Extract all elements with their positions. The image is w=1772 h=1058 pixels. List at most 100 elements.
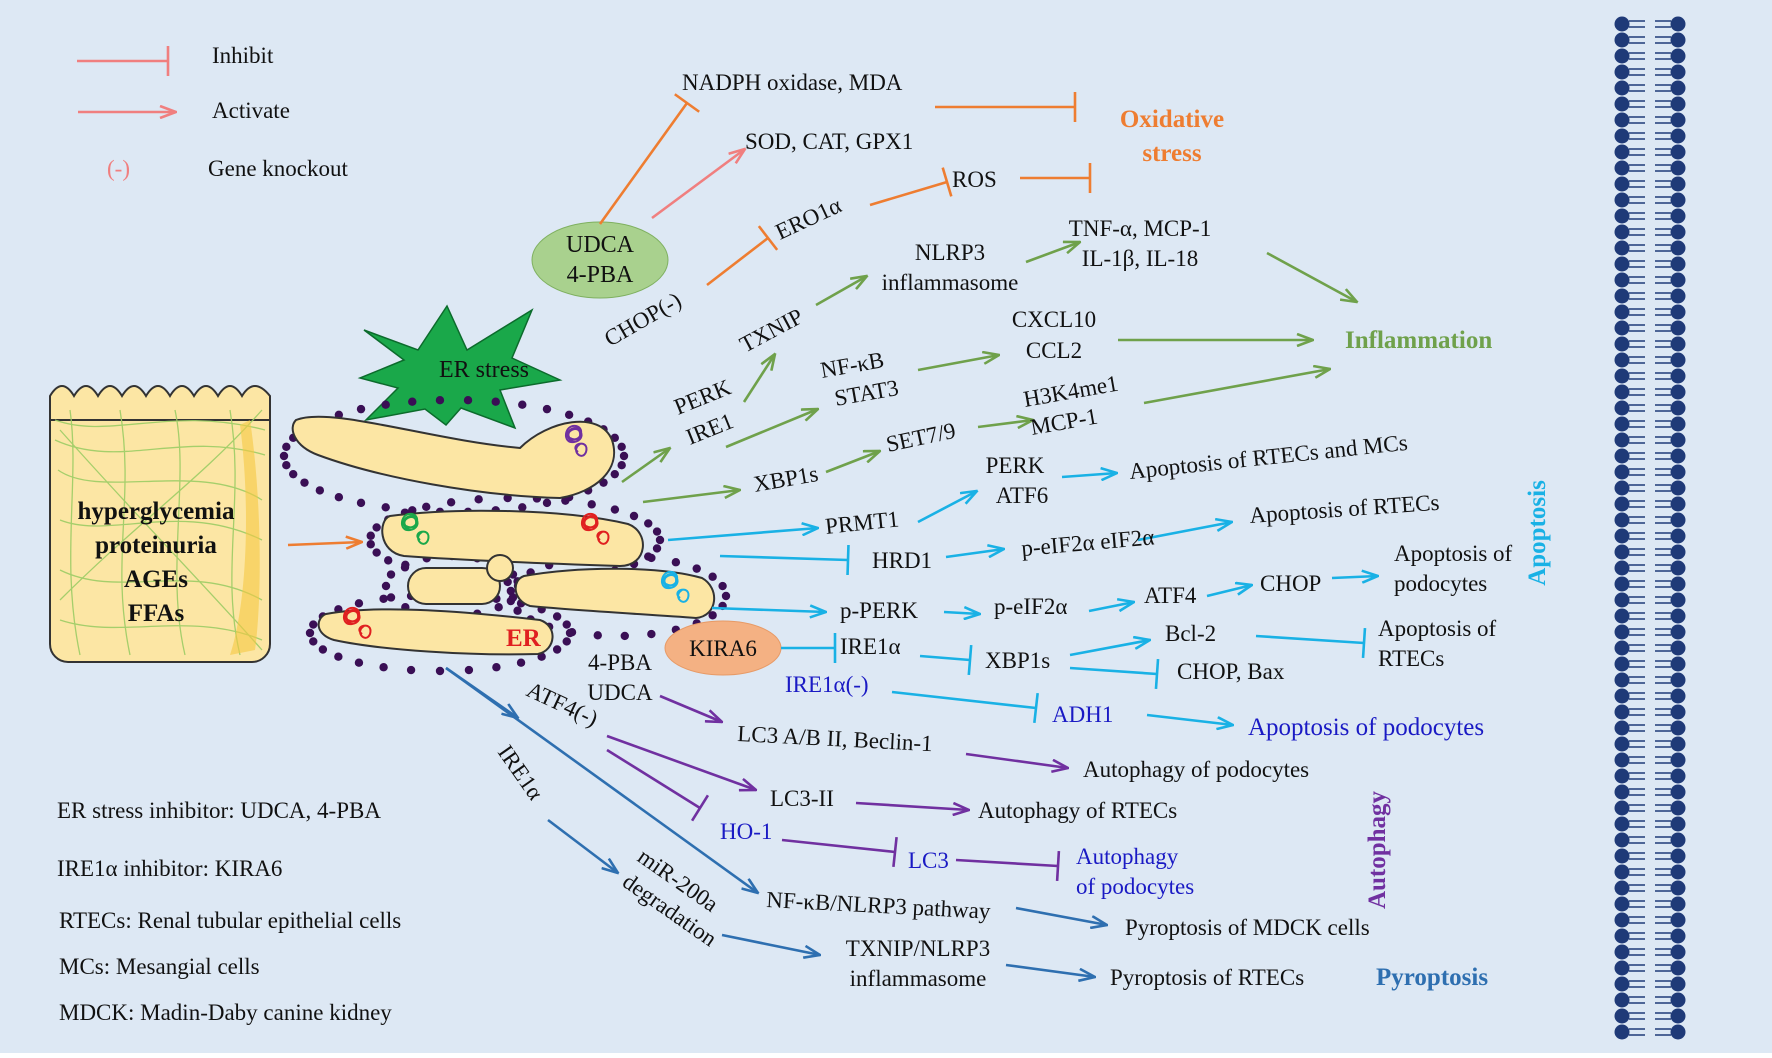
edge-atf4ko-to-ho1 bbox=[606, 748, 710, 822]
edge-cell-to-er bbox=[287, 542, 362, 545]
membrane-lipid-head bbox=[1670, 464, 1686, 480]
membrane-lipid-head bbox=[1614, 96, 1630, 112]
node-atf4: ATF4 bbox=[1144, 583, 1197, 608]
membrane-lipid-head bbox=[1614, 432, 1630, 448]
membrane-lipid-head bbox=[1670, 896, 1686, 912]
membrane-lipid-head bbox=[1614, 656, 1630, 672]
node-peif2a: p-eIF2α bbox=[994, 594, 1067, 619]
edge-nfkb-nlrp3-to-pyroptosis bbox=[1015, 906, 1107, 925]
membrane-lipid-head bbox=[1614, 688, 1630, 704]
membrane-lipid-tail bbox=[1629, 36, 1671, 44]
edge-chop-to-ero1a bbox=[706, 225, 779, 287]
membrane-lipid-head bbox=[1614, 64, 1630, 80]
er-ribosome bbox=[708, 572, 717, 581]
membrane-lipid-head bbox=[1614, 480, 1630, 496]
er-ribosome bbox=[491, 397, 500, 406]
membrane-lipid-head bbox=[1614, 304, 1630, 320]
er-ribosome bbox=[386, 593, 396, 602]
legend: Inhibit Activate (-) Gene knockout bbox=[77, 43, 348, 181]
node-xbp1s-2: XBP1s bbox=[985, 648, 1050, 673]
membrane-lipid-tail bbox=[1629, 68, 1671, 76]
edge-xbp1s-to-set79 bbox=[825, 451, 880, 474]
membrane-lipid-tail bbox=[1629, 500, 1671, 508]
er-cisterna-2 bbox=[381, 509, 644, 568]
cell-label-2: proteinuria bbox=[95, 532, 217, 559]
membrane-lipid-head bbox=[1614, 848, 1630, 864]
membrane-lipid-head bbox=[1614, 608, 1630, 624]
outcome-pyroptosis: Pyroptosis bbox=[1376, 964, 1488, 991]
membrane-lipid-tail bbox=[1629, 644, 1671, 652]
er-ribosome bbox=[334, 493, 344, 502]
edge-perk-atf6-to-apoptosis bbox=[1061, 473, 1117, 477]
membrane-lipid-head bbox=[1614, 400, 1630, 416]
node-chopbax: CHOP, Bax bbox=[1177, 659, 1285, 684]
membrane-lipid-head bbox=[1670, 912, 1686, 928]
er-ribosome bbox=[435, 395, 445, 405]
kira6-label: KIRA6 bbox=[689, 636, 757, 661]
membrane-lipid-tail bbox=[1629, 820, 1671, 828]
membrane-lipid-head bbox=[1614, 384, 1630, 400]
membrane-lipid-head bbox=[1670, 848, 1686, 864]
membrane-lipid-head bbox=[1614, 816, 1630, 832]
er-ribosome bbox=[381, 503, 390, 512]
membrane-lipid-head bbox=[1614, 720, 1630, 736]
cell-shade bbox=[230, 420, 260, 655]
membrane-lipid-head bbox=[1614, 960, 1630, 976]
edge-udca-to-sod bbox=[651, 149, 745, 220]
membrane-lipid-head bbox=[1670, 320, 1686, 336]
membrane-lipid-head bbox=[1670, 336, 1686, 352]
membrane-lipid-head bbox=[1670, 944, 1686, 960]
membrane-lipid-tail bbox=[1629, 788, 1671, 796]
node-pperk: p-PERK bbox=[840, 598, 918, 623]
er-ribosome bbox=[422, 502, 431, 511]
membrane-lipid-tail bbox=[1629, 420, 1671, 428]
er-ribosome bbox=[629, 511, 639, 521]
er-ribosome bbox=[334, 652, 343, 661]
membrane-lipid-head bbox=[1670, 528, 1686, 544]
legend-activate-label: Activate bbox=[212, 98, 290, 123]
node-hrd1: HRD1 bbox=[872, 548, 932, 573]
membrane-lipid-tail bbox=[1629, 388, 1671, 396]
node-udca-1: UDCA bbox=[587, 680, 653, 705]
er-ribosome bbox=[381, 581, 391, 591]
edge-atf4ko-to-lc3ii bbox=[606, 734, 756, 790]
edge-peif2a-to-atf4 bbox=[1088, 602, 1134, 613]
note-4: MCs: Mesangial cells bbox=[59, 954, 260, 979]
membrane-lipid-head bbox=[1670, 1024, 1686, 1040]
edge-prmt1-to-perk-atf6 bbox=[917, 491, 977, 524]
er-ribosome bbox=[366, 540, 375, 549]
er-ribosome bbox=[516, 658, 526, 667]
er-organelle: ER bbox=[279, 395, 731, 676]
outcome-pyro-mdck: Pyroptosis of MDCK cells bbox=[1125, 915, 1370, 940]
membrane-lipid-head bbox=[1614, 864, 1630, 880]
membrane-lipid-tail bbox=[1629, 404, 1671, 412]
membrane-lipid-head bbox=[1670, 432, 1686, 448]
er-cisterna-1 bbox=[291, 415, 615, 500]
membrane-lipid-tail bbox=[1629, 292, 1671, 300]
membrane-lipid-tail bbox=[1629, 244, 1671, 252]
cell-label-4: FFAs bbox=[128, 600, 185, 627]
outcome-apop-rtecs2-1: Apoptosis of bbox=[1378, 616, 1497, 641]
membrane-lipid-tail bbox=[1629, 948, 1671, 956]
membrane-lipid-head bbox=[1670, 64, 1686, 80]
membrane-lipid-head bbox=[1670, 928, 1686, 944]
membrane-lipid-tail bbox=[1629, 84, 1671, 92]
membrane-lipid-head bbox=[1670, 816, 1686, 832]
membrane-lipid-head bbox=[1670, 976, 1686, 992]
er-ribosome bbox=[617, 461, 626, 470]
membrane-lipid-head bbox=[1614, 928, 1630, 944]
membrane-lipid-head bbox=[1670, 304, 1686, 320]
er-ribosome bbox=[552, 612, 562, 621]
edge-ho1-to-lc3 bbox=[781, 836, 898, 868]
er-ribosome bbox=[671, 558, 681, 567]
membrane-lipid-head bbox=[1670, 960, 1686, 976]
er-ribosome bbox=[587, 500, 596, 509]
membrane-lipid-head bbox=[1670, 384, 1686, 400]
membrane-lipid-head bbox=[1614, 288, 1630, 304]
membrane-lipid-head bbox=[1670, 992, 1686, 1008]
edge-nlrp3-to-tnf bbox=[1025, 242, 1080, 264]
membrane-lipid-tail bbox=[1629, 52, 1671, 60]
membrane-lipid-tail bbox=[1629, 132, 1671, 140]
membrane-lipid-head bbox=[1670, 352, 1686, 368]
